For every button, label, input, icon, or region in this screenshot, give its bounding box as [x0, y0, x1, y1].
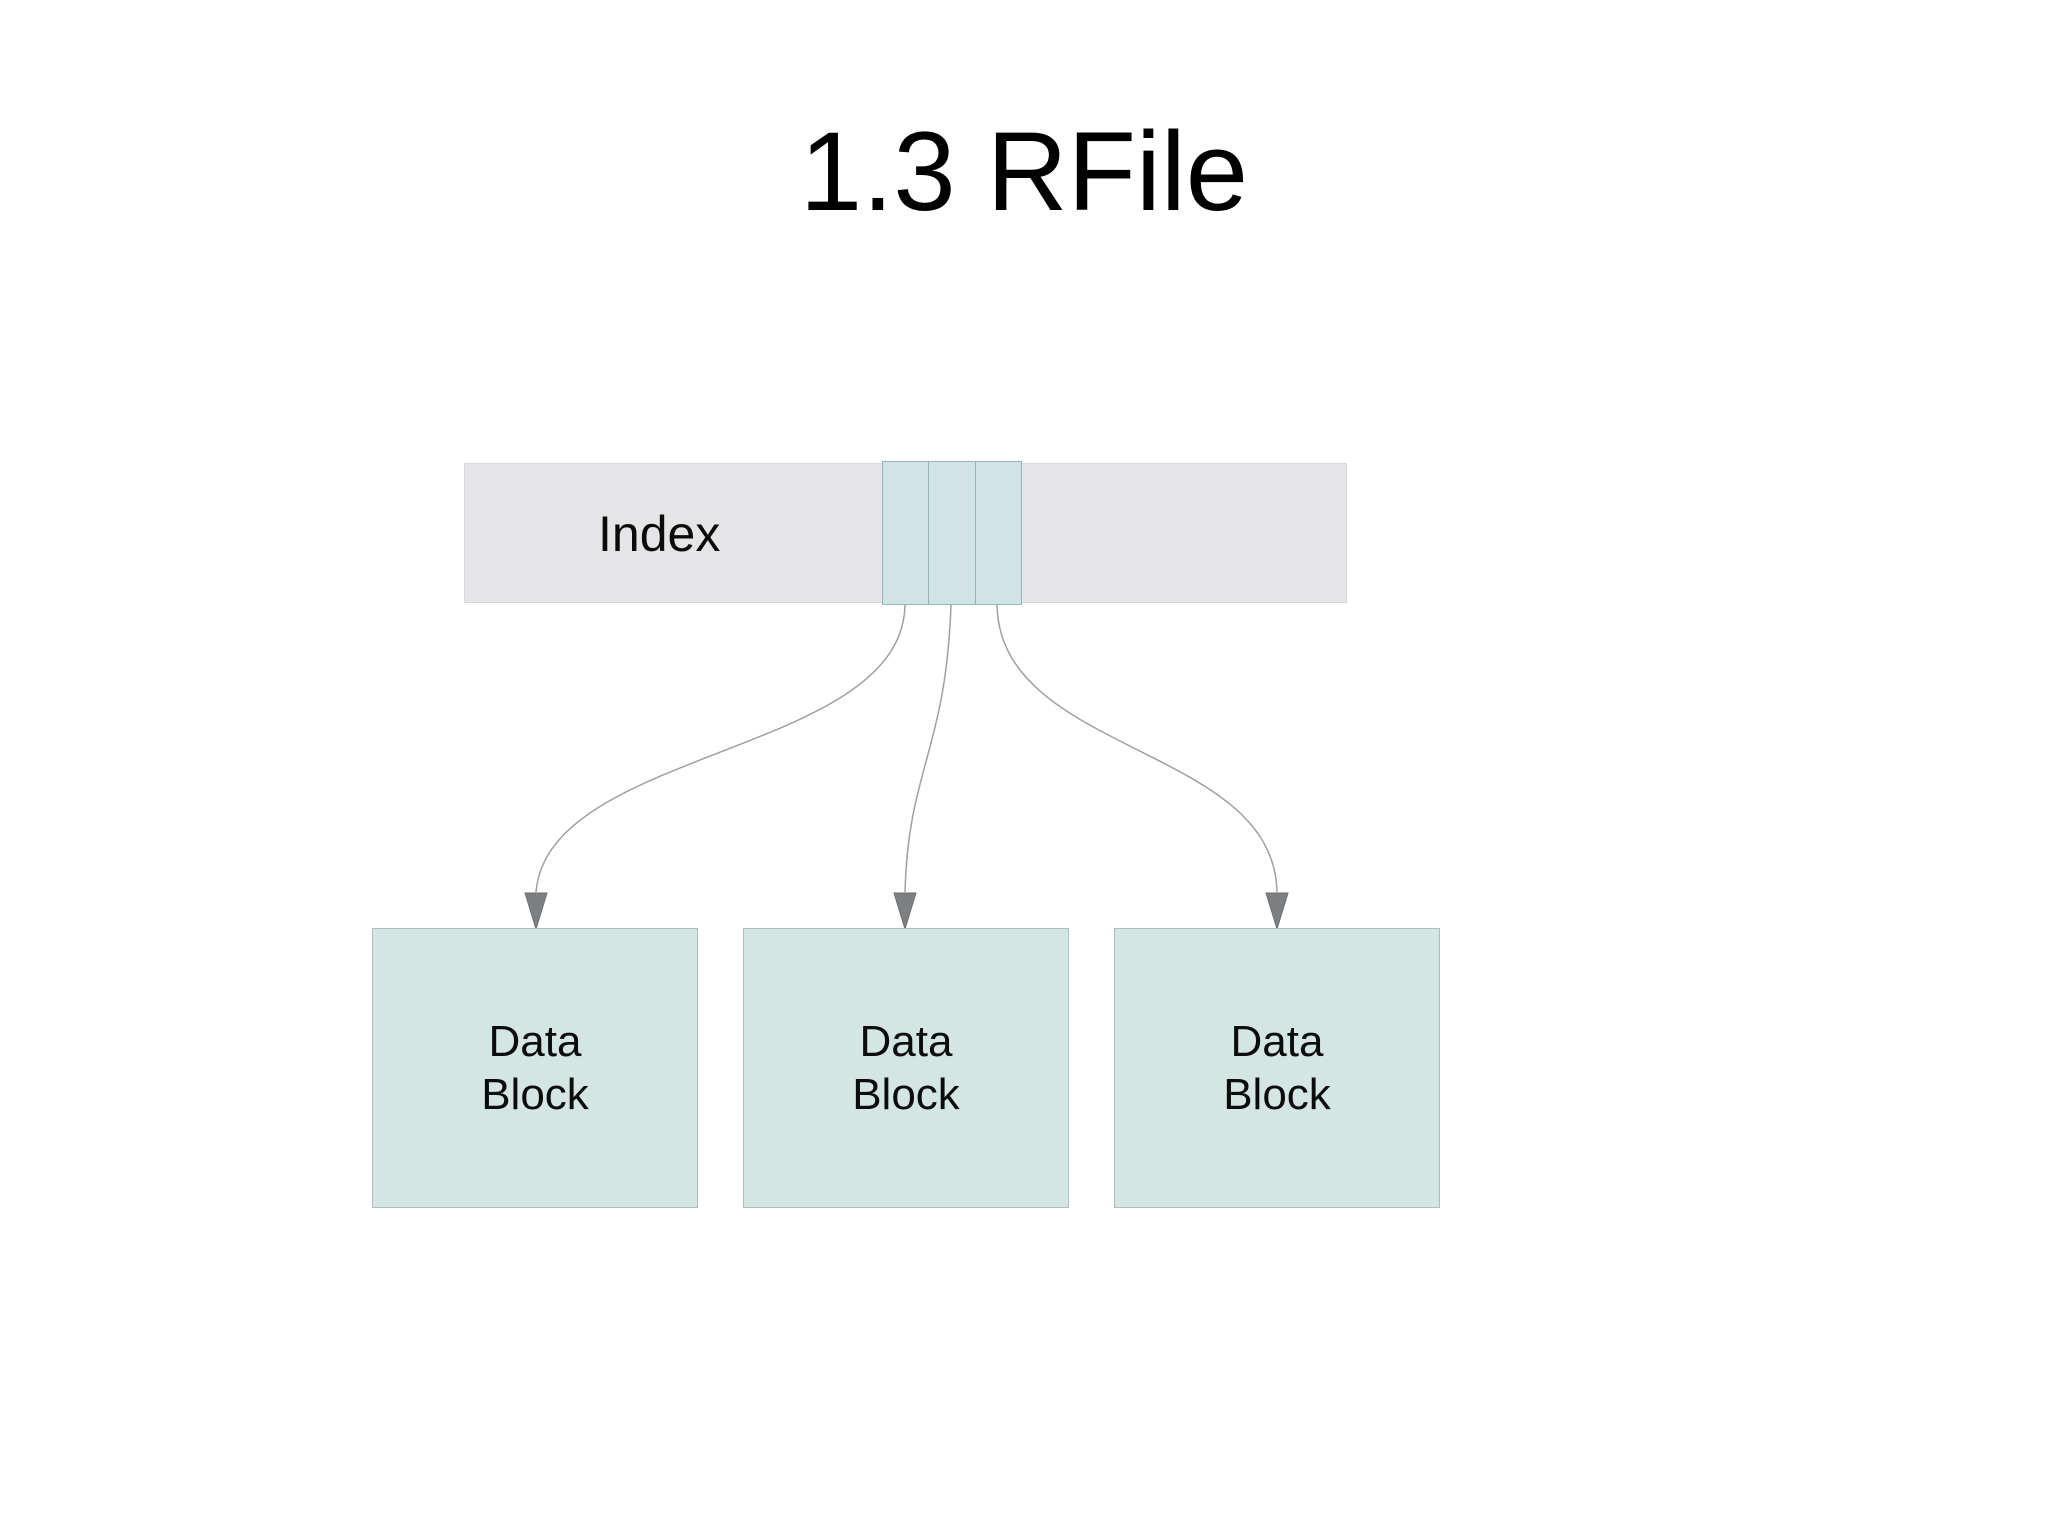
data-block-1-label: Data Block: [481, 1017, 589, 1119]
index-cell-1: [883, 462, 930, 604]
index-highlighted-cells: [882, 461, 1022, 605]
connector-line-left: [535, 604, 906, 893]
connector-line-right: [996, 604, 1278, 893]
index-bar-label: Index: [598, 506, 721, 562]
data-block-1: Data Block: [372, 928, 698, 1208]
arrowhead-left-icon: [524, 892, 548, 931]
index-cell-2: [929, 462, 976, 604]
data-block-2-label: Data Block: [852, 1017, 960, 1119]
data-block-3: Data Block: [1114, 928, 1440, 1208]
index-cell-3: [975, 462, 1021, 604]
arrowhead-middle-icon: [893, 892, 917, 931]
data-block-3-label: Data Block: [1223, 1017, 1331, 1119]
connector-line-middle: [904, 604, 952, 893]
slide-title: 1.3 RFile: [799, 109, 1249, 234]
data-block-2: Data Block: [743, 928, 1069, 1208]
arrowhead-right-icon: [1265, 892, 1289, 931]
